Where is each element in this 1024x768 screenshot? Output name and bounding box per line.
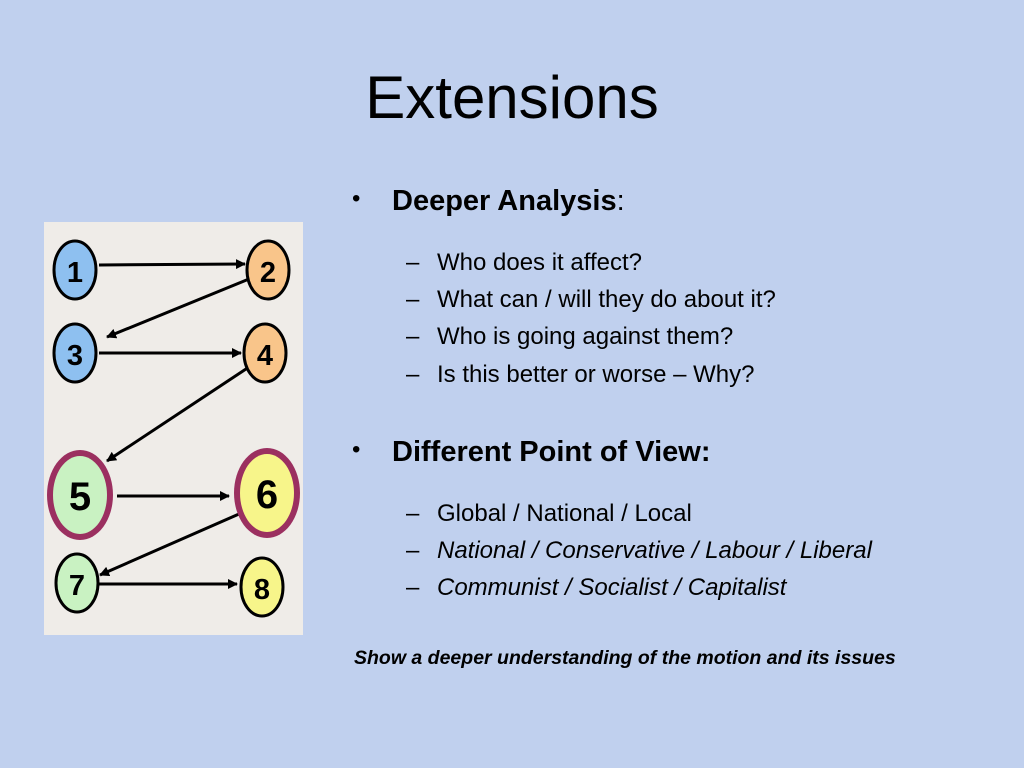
node-1-label: 1: [67, 257, 83, 289]
bullet-dot: •: [352, 185, 361, 212]
dash: –: [406, 249, 420, 276]
node-1: 1: [52, 239, 98, 301]
node-6: 6: [234, 448, 300, 538]
node-2-label: 2: [260, 257, 276, 289]
node-3-label: 3: [67, 340, 83, 372]
dash: –: [406, 323, 420, 350]
node-8: 8: [239, 556, 285, 618]
sub-item-text: Global / National / Local: [437, 500, 692, 527]
slide-title: Extensions: [365, 64, 659, 131]
dash: –: [406, 537, 420, 564]
flow-diagram: 1 2 3 4 5 6 7 8: [44, 222, 303, 635]
sub-item-text: Who is going against them?: [437, 323, 734, 350]
heading-deeper-analysis: Deeper Analysis: [392, 185, 617, 217]
node-3: 3: [52, 322, 98, 384]
arrow-6-to-7: [99, 512, 240, 577]
dash: –: [406, 286, 420, 313]
node-6-label: 6: [256, 473, 278, 517]
flow-diagram-svg: 1 2 3 4 5 6 7 8: [47, 239, 300, 618]
sub-item-text: Communist / Socialist / Capitalist: [437, 574, 787, 601]
sub-item-text: Is this better or worse – Why?: [437, 361, 755, 388]
node-4: 4: [242, 322, 288, 384]
arrow-2-to-3: [106, 277, 250, 339]
arrow-1-to-2: [98, 259, 246, 270]
node-2: 2: [245, 239, 291, 301]
node-4-label: 4: [257, 340, 273, 372]
node-5: 5: [47, 450, 113, 540]
dash: –: [406, 574, 420, 601]
dash: –: [406, 361, 420, 388]
bullet-dot: •: [352, 436, 361, 463]
dash: –: [406, 500, 420, 527]
footer-note: Show a deeper understanding of the motio…: [354, 647, 896, 669]
node-7: 7: [54, 552, 100, 614]
node-8-label: 8: [254, 574, 270, 606]
sub-item-text: What can / will they do about it?: [437, 286, 776, 313]
heading-colon: :: [616, 185, 625, 217]
sub-item-text: Who does it affect?: [437, 249, 643, 276]
node-5-label: 5: [69, 475, 91, 519]
heading-different-point-of-view: Different Point of View:: [392, 436, 711, 468]
node-7-label: 7: [69, 570, 85, 602]
sub-item-text: National / Conservative / Labour / Liber…: [437, 537, 872, 564]
arrow-4-to-5: [106, 365, 250, 463]
